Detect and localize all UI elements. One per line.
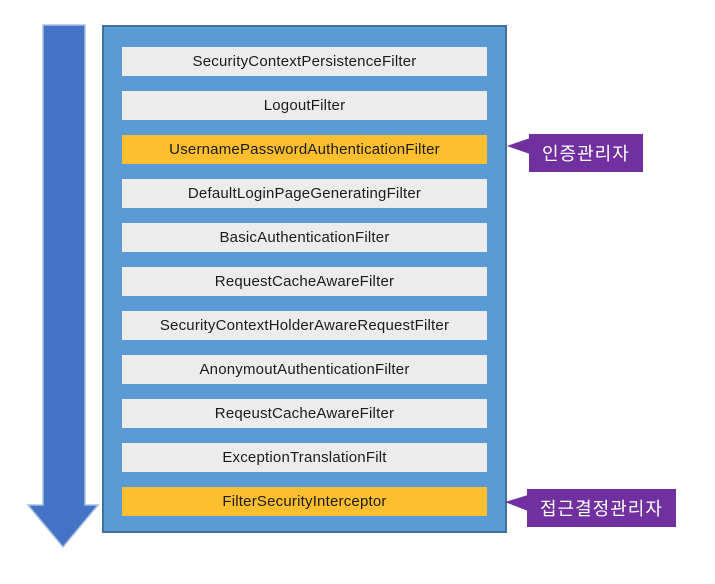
filter-item-0: SecurityContextPersistenceFilter (122, 47, 487, 76)
callout-left-pointer-icon (507, 138, 530, 154)
filter-item-label: LogoutFilter (263, 97, 346, 114)
filter-item-label: AnonymoutAuthenticationFilter (199, 361, 410, 378)
down-arrow-icon (26, 24, 100, 549)
filter-item-label: ReqeustCacheAwareFilter (214, 405, 395, 422)
filter-chain-container: SecurityContextPersistenceFilter LogoutF… (102, 25, 507, 533)
filter-item-2: UsernamePasswordAuthenticationFilter (122, 135, 487, 164)
filter-item-10: FilterSecurityInterceptor (122, 487, 487, 516)
filter-item-4: BasicAuthenticationFilter (122, 223, 487, 252)
callout-access-decision-manager: 접근결정관리자 (505, 489, 676, 527)
filter-item-label: FilterSecurityInterceptor (222, 493, 387, 510)
filter-item-label: SecurityContextPersistenceFilter (192, 53, 417, 70)
filter-item-8: ReqeustCacheAwareFilter (122, 399, 487, 428)
filter-item-label: BasicAuthenticationFilter (219, 229, 390, 246)
callout-auth-manager-label: 인증관리자 (529, 134, 643, 172)
filter-item-9: ExceptionTranslationFilt (122, 443, 487, 472)
filter-item-label: DefaultLoginPageGeneratingFilter (187, 185, 422, 202)
callout-left-pointer-icon (505, 495, 528, 511)
filter-item-7: AnonymoutAuthenticationFilter (122, 355, 487, 384)
filter-item-3: DefaultLoginPageGeneratingFilter (122, 179, 487, 208)
filter-item-label: SecurityContextHolderAwareRequestFilter (159, 317, 450, 334)
callout-auth-manager: 인증관리자 (507, 134, 643, 172)
filter-item-1: LogoutFilter (122, 91, 487, 120)
filter-item-6: SecurityContextHolderAwareRequestFilter (122, 311, 487, 340)
filter-item-5: RequestCacheAwareFilter (122, 267, 487, 296)
filter-item-label: ExceptionTranslationFilt (222, 449, 387, 466)
filter-item-label: RequestCacheAwareFilter (214, 273, 395, 290)
callout-access-decision-manager-label: 접근결정관리자 (527, 489, 676, 527)
filter-item-label: UsernamePasswordAuthenticationFilter (169, 141, 440, 158)
